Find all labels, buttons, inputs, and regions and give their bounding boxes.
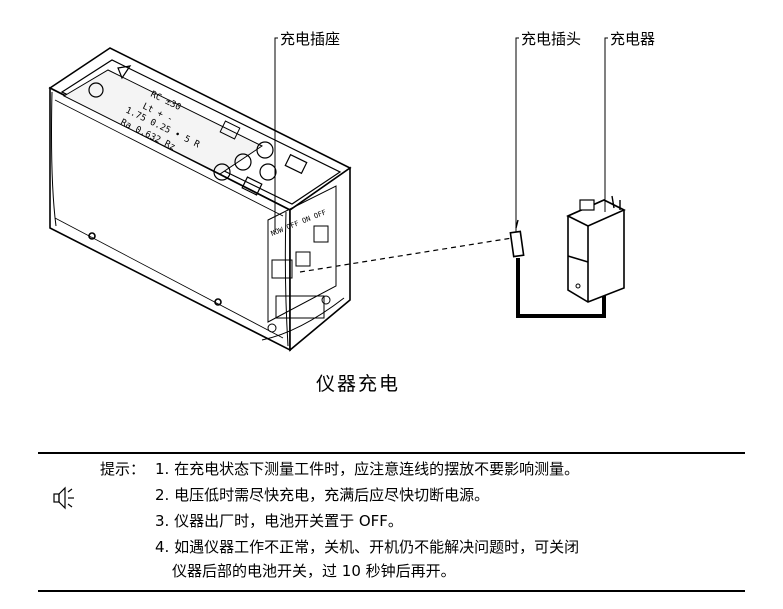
tip-item-4-continued: 仪器后部的电池开关，过 10 秒钟后再开。 bbox=[172, 562, 456, 580]
label-charging-plug: 充电插头 bbox=[521, 30, 582, 48]
tip-item-3: 3. 仪器出厂时，电池开关置于 OFF。 bbox=[155, 512, 403, 530]
figure-caption: 仪器充电 bbox=[316, 373, 401, 395]
tips-heading: 提示： bbox=[100, 460, 146, 478]
callout-leaders bbox=[274, 37, 608, 232]
speaker-icon bbox=[53, 486, 74, 510]
label-charger: 充电器 bbox=[610, 30, 656, 48]
tip-item-1: 1. 在充电状态下测量工件时，应注意连线的摆放不要影响测量。 bbox=[155, 460, 580, 478]
charger-illustration bbox=[509, 195, 626, 318]
tip-item-2: 2. 电压低时需尽快充电，充满后应尽快切断电源。 bbox=[155, 486, 490, 504]
tip-item-4: 4. 如遇仪器工作不正常，关机、开机仍不能解决问题时，可关闭 bbox=[155, 538, 580, 556]
instrument-illustration: RC ±30 Lt + - 1.75 0.25 • 5 R Ra 0.632 R… bbox=[48, 47, 352, 352]
tips-top-rule bbox=[38, 452, 745, 454]
label-charging-socket: 充电插座 bbox=[280, 30, 341, 48]
charging-diagram: RC ±30 Lt + - 1.75 0.25 • 5 R Ra 0.632 R… bbox=[48, 37, 626, 352]
tips-bottom-rule bbox=[38, 590, 745, 592]
